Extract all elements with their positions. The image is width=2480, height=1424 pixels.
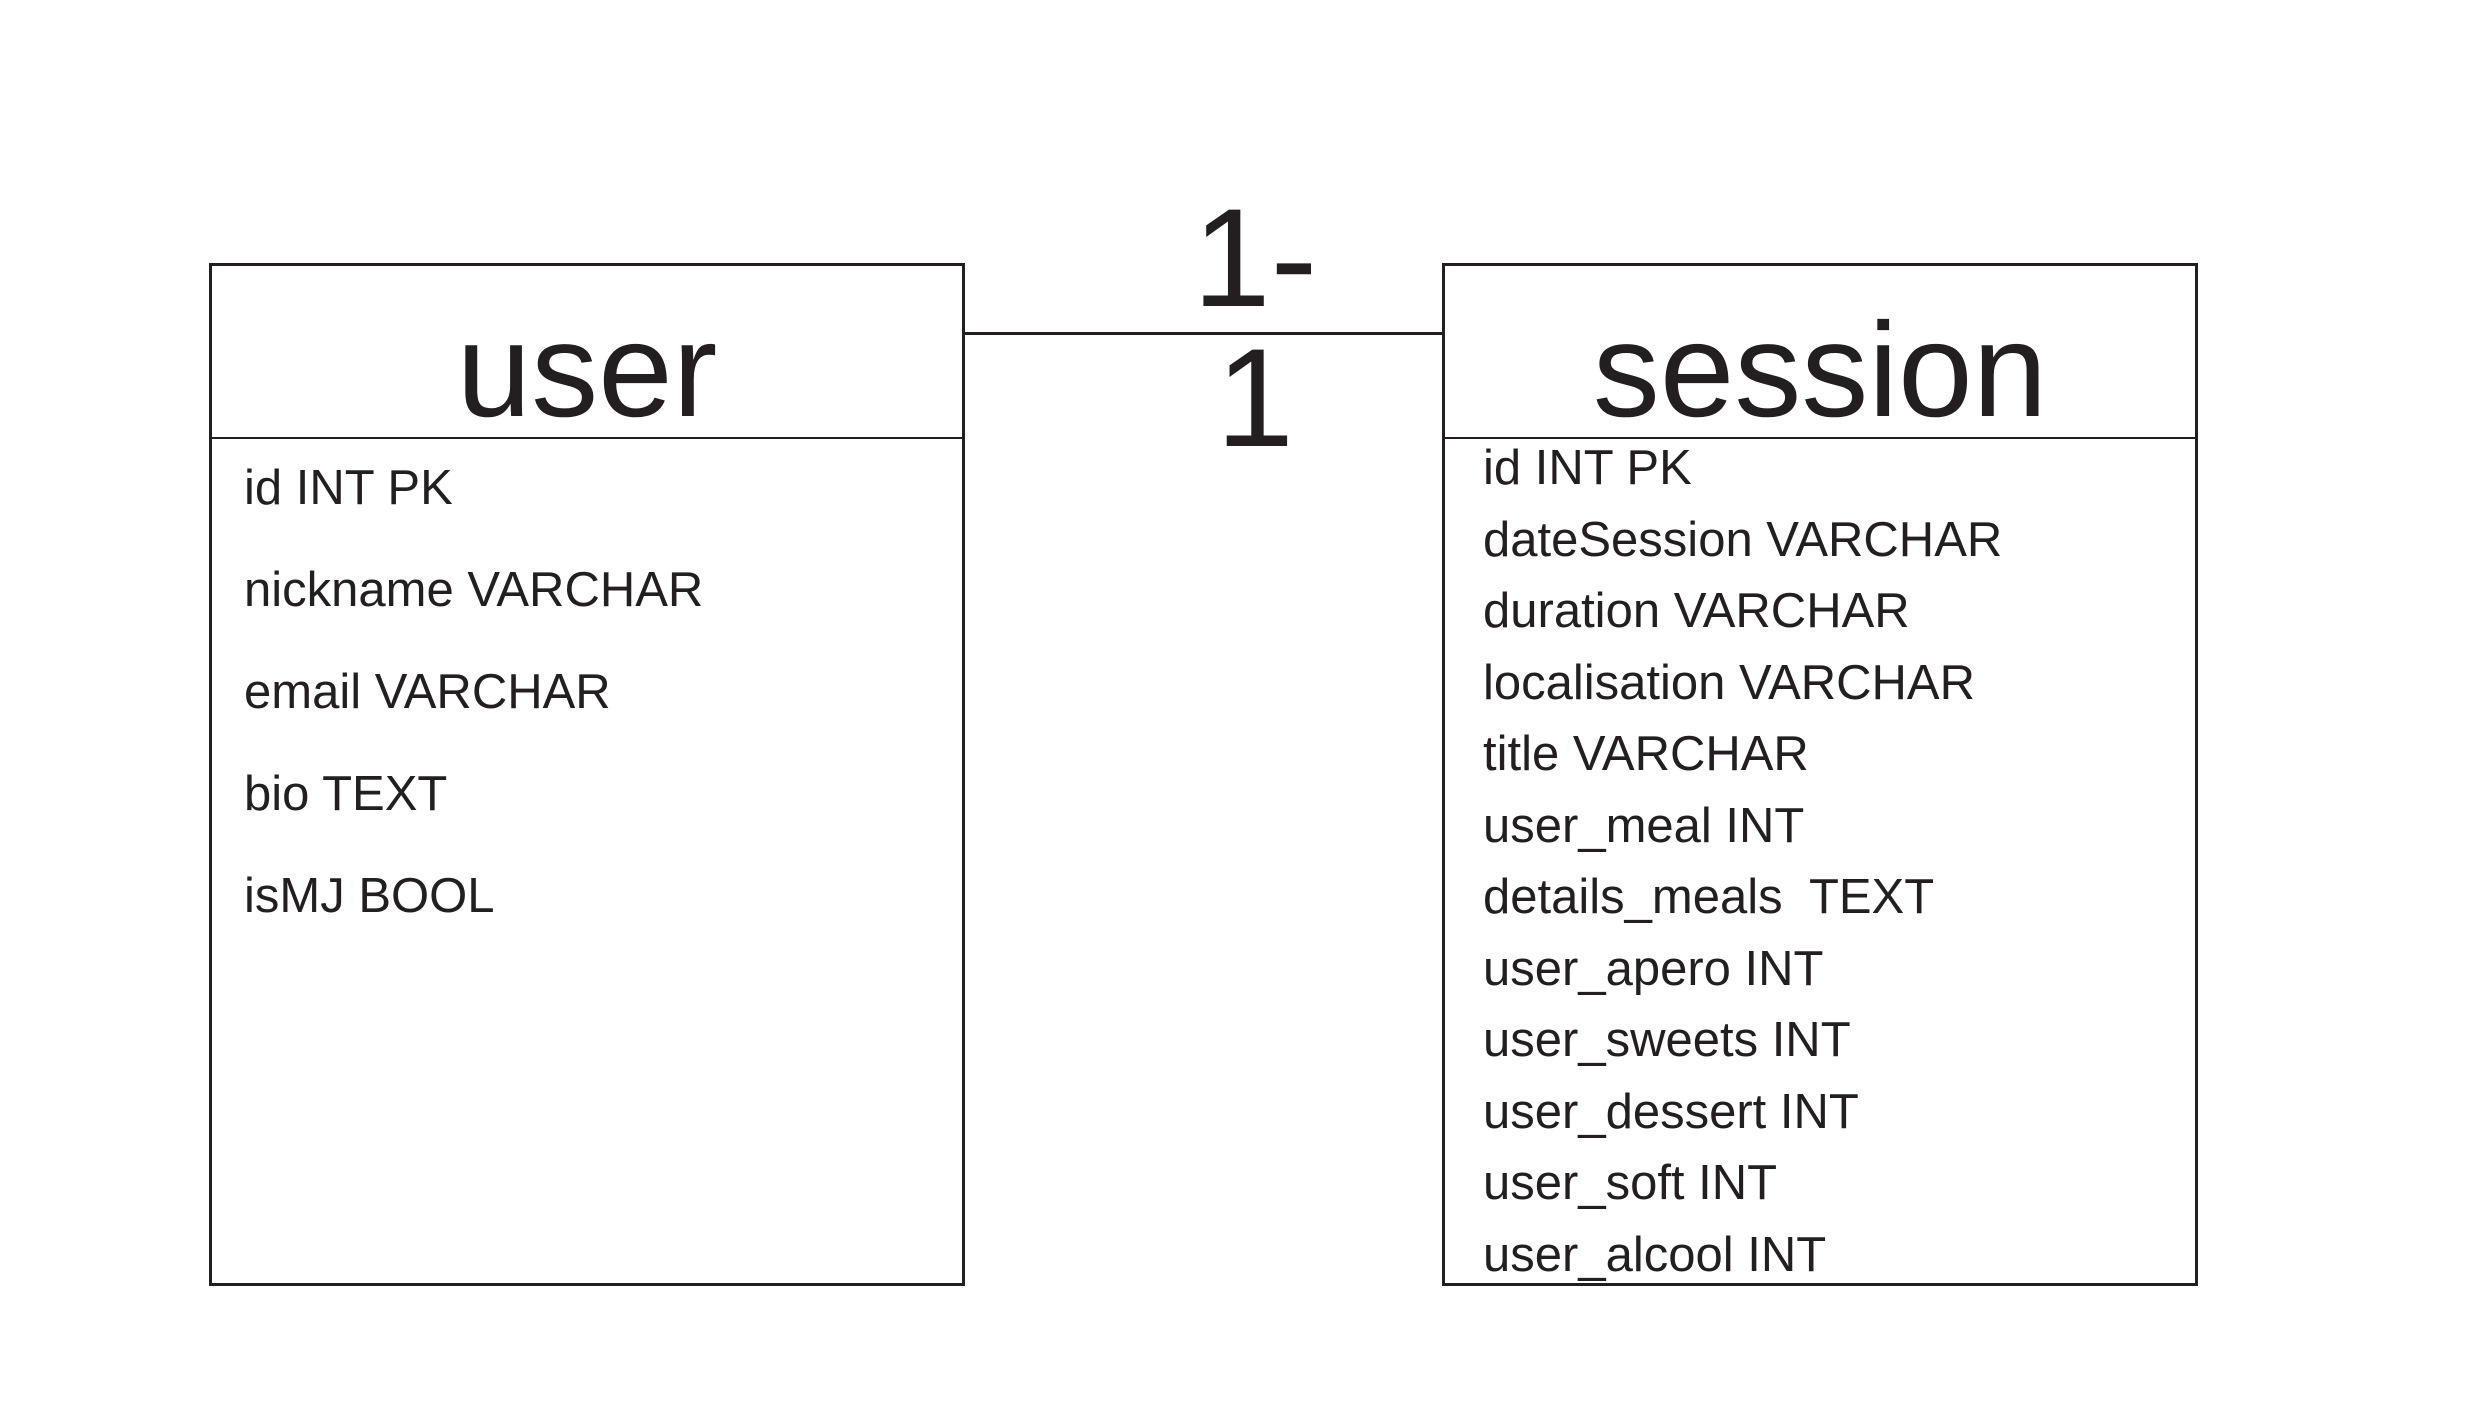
session-field-id: id INT PK <box>1483 441 1692 495</box>
user-entity-header: user <box>212 266 962 439</box>
session-entity-header: session <box>1445 266 2195 439</box>
user-field-ismj: isMJ BOOL <box>244 869 495 923</box>
session-field-details-meals: details_meals TEXT <box>1483 870 1935 924</box>
relationship-connector <box>965 332 1442 335</box>
session-field-datesession: dateSession VARCHAR <box>1483 512 2003 567</box>
session-field-title: title VARCHAR <box>1483 727 1809 781</box>
user-field-email: email VARCHAR <box>244 665 611 719</box>
session-field-user-alcool: user_alcool INT <box>1483 1227 1827 1282</box>
session-field-user-sweets: user_sweets INT <box>1483 1013 1851 1067</box>
user-field-nickname: nickname VARCHAR <box>244 563 704 617</box>
session-field-list: id INT PK dateSession VARCHAR duration V… <box>1445 439 2195 1297</box>
session-field-duration: duration VARCHAR <box>1483 584 1910 638</box>
relationship-cardinality-label: 1-1 <box>1192 179 1318 476</box>
session-field-user-dessert: user_dessert INT <box>1483 1084 1859 1139</box>
user-field-bio: bio TEXT <box>244 767 448 821</box>
session-field-localisation: localisation VARCHAR <box>1483 655 1975 710</box>
user-entity-box[interactable]: user id INT PK nickname VARCHAR email VA… <box>209 263 965 1286</box>
session-field-user-apero: user_apero INT <box>1483 941 1824 996</box>
session-entity-title: session <box>1592 296 2048 445</box>
user-entity-title: user <box>456 296 718 445</box>
session-field-user-meal: user_meal INT <box>1483 798 1805 853</box>
user-field-list: id INT PK nickname VARCHAR email VARCHAR… <box>212 439 962 966</box>
session-field-user-soft: user_soft INT <box>1483 1156 1778 1210</box>
session-entity-box[interactable]: session id INT PK dateSession VARCHAR du… <box>1442 263 2198 1286</box>
user-field-id: id INT PK <box>244 461 453 515</box>
